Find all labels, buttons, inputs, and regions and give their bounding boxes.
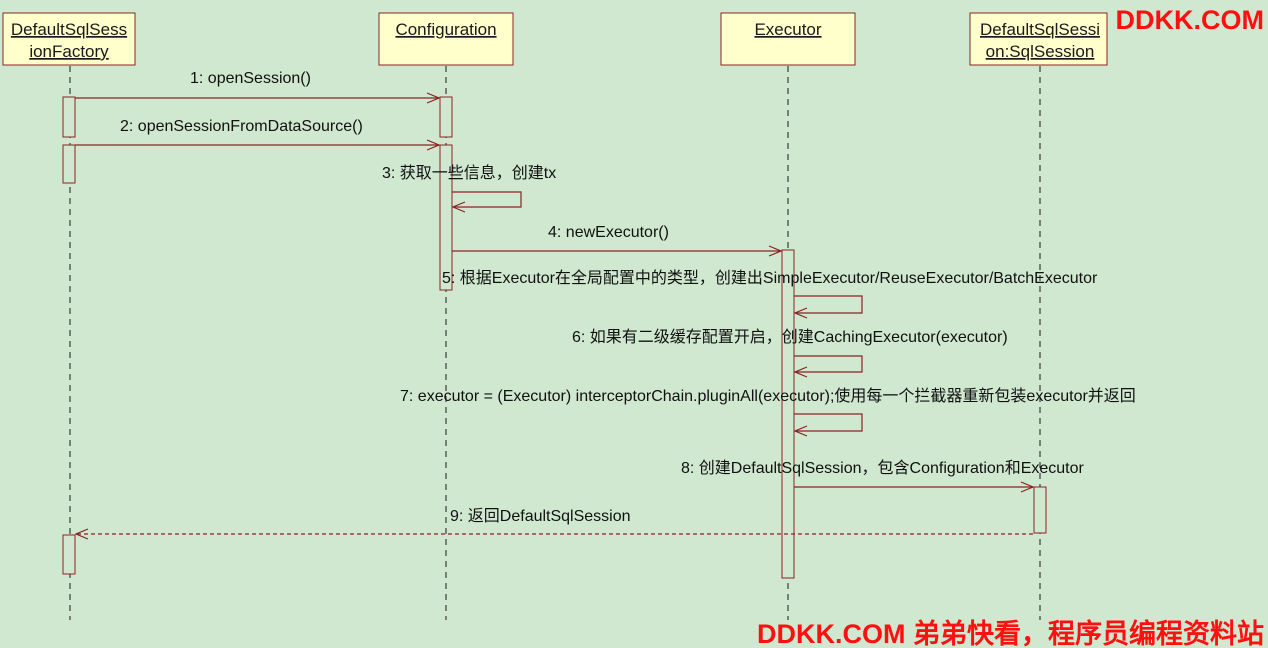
message-8: 8: 创建DefaultSqlSession，包含Configuration和E… bbox=[681, 459, 1085, 487]
watermark-top: DDKK.COM bbox=[1116, 5, 1265, 35]
participant-session-line2: on:SqlSession bbox=[986, 42, 1095, 61]
message-7-label: 7: executor = (Executor) interceptorChai… bbox=[400, 387, 1136, 405]
participant-factory-line1: DefaultSqlSess bbox=[11, 20, 127, 39]
message-5: 5: 根据Executor在全局配置中的类型，创建出SimpleExecutor… bbox=[442, 269, 1098, 313]
activation-configuration-1 bbox=[439, 96, 453, 138]
message-2: 2: openSessionFromDataSource() bbox=[75, 118, 439, 145]
message-4: 4: newExecutor() bbox=[452, 224, 781, 251]
activation-factory-2 bbox=[62, 144, 76, 184]
participant-factory: DefaultSqlSess ionFactory bbox=[2, 12, 136, 66]
message-9-label: 9: 返回DefaultSqlSession bbox=[450, 507, 631, 525]
message-4-label: 4: newExecutor() bbox=[548, 224, 669, 241]
participant-executor: Executor bbox=[720, 12, 856, 66]
activation-factory-1 bbox=[62, 96, 76, 138]
message-6: 6: 如果有二级缓存配置开启，创建CachingExecutor(executo… bbox=[572, 328, 1008, 372]
participant-session-line1: DefaultSqlSessi bbox=[980, 20, 1100, 39]
message-8-label: 8: 创建DefaultSqlSession，包含Configuration和E… bbox=[681, 459, 1085, 477]
message-1-label: 1: openSession() bbox=[190, 70, 311, 87]
message-2-label: 2: openSessionFromDataSource() bbox=[120, 118, 363, 135]
participant-configuration: Configuration bbox=[378, 12, 514, 66]
message-5-label: 5: 根据Executor在全局配置中的类型，创建出SimpleExecutor… bbox=[442, 269, 1098, 287]
watermark-bottom: DDKK.COM 弟弟快看，程序员编程资料站 bbox=[757, 618, 1264, 648]
message-3: 3: 获取一些信息，创建tx bbox=[382, 164, 556, 207]
participant-factory-line2: ionFactory bbox=[29, 42, 109, 61]
activation-executor-1 bbox=[781, 249, 795, 579]
message-1: 1: openSession() bbox=[75, 70, 439, 98]
participant-session: DefaultSqlSessi on:SqlSession bbox=[969, 12, 1108, 66]
message-6-label: 6: 如果有二级缓存配置开启，创建CachingExecutor(executo… bbox=[572, 328, 1008, 346]
activation-factory-3 bbox=[62, 534, 76, 575]
message-3-label: 3: 获取一些信息，创建tx bbox=[382, 164, 556, 182]
message-7: 7: executor = (Executor) interceptorChai… bbox=[400, 387, 1136, 431]
message-9: 9: 返回DefaultSqlSession bbox=[76, 507, 1033, 534]
activation-configuration-2 bbox=[439, 144, 453, 291]
activation-session-1 bbox=[1033, 486, 1047, 534]
participant-executor-label: Executor bbox=[754, 20, 821, 39]
participant-configuration-label: Configuration bbox=[395, 20, 496, 39]
